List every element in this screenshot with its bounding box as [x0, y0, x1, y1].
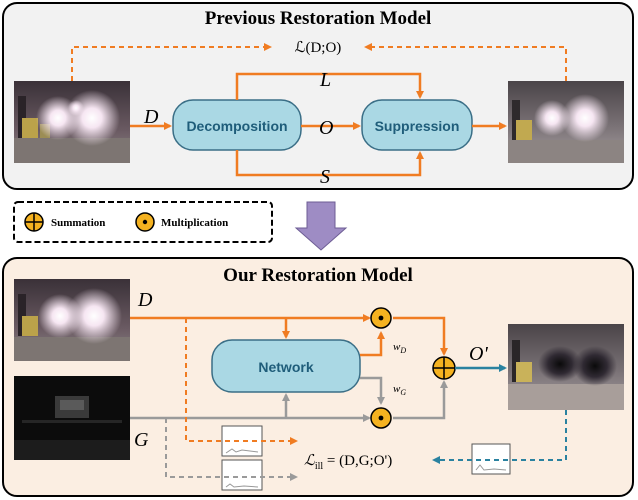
- multiplication-op-d: [370, 307, 392, 329]
- input-image-top: [14, 81, 130, 163]
- weight-d-label: wD: [393, 341, 406, 355]
- previous-model-arrows: [130, 72, 507, 177]
- d-flow-arrows: [130, 314, 448, 357]
- decomposition-label: Decomposition: [186, 118, 287, 134]
- previous-model-panel: [2, 2, 634, 190]
- var-d-bottom: D: [137, 289, 153, 311]
- summation-op: [432, 356, 456, 380]
- guide-image-g: [14, 376, 130, 460]
- previous-model-title: Previous Restoration Model: [205, 8, 432, 29]
- g-loss-connector: [165, 418, 298, 481]
- o-loss-connector: [432, 410, 567, 464]
- multiplication-op-g: [370, 407, 392, 429]
- suppression-label: Suppression: [375, 118, 460, 134]
- multiplication-icon: [135, 212, 155, 232]
- var-o-prime: O': [469, 343, 488, 365]
- legend-multiplication: Multiplication: [161, 217, 228, 229]
- our-model-title: Our Restoration Model: [223, 265, 413, 286]
- var-d-top: D: [143, 106, 159, 128]
- histogram-g: [221, 459, 263, 491]
- g-flow-arrows: [130, 376, 448, 422]
- network-box: [211, 339, 361, 393]
- d-loss-connector: [185, 318, 298, 445]
- network-label: Network: [258, 359, 313, 375]
- previous-loss-label: ℒ(D;O): [295, 40, 342, 56]
- down-arrow-icon: [294, 201, 348, 251]
- illumination-loss-label: ℒill = (D,G;O'): [304, 453, 392, 472]
- output-image-top: [508, 81, 624, 163]
- var-l: L: [319, 69, 331, 91]
- weight-g-label: wG: [393, 383, 406, 397]
- previous-loss-arrows: [71, 43, 567, 81]
- output-image-o-prime: [508, 324, 624, 410]
- var-s: S: [320, 166, 330, 188]
- var-g: G: [134, 429, 149, 451]
- var-o: O: [319, 117, 333, 139]
- input-image-d: [14, 279, 130, 361]
- legend-summation: Summation: [51, 217, 105, 229]
- summation-icon: [24, 212, 44, 232]
